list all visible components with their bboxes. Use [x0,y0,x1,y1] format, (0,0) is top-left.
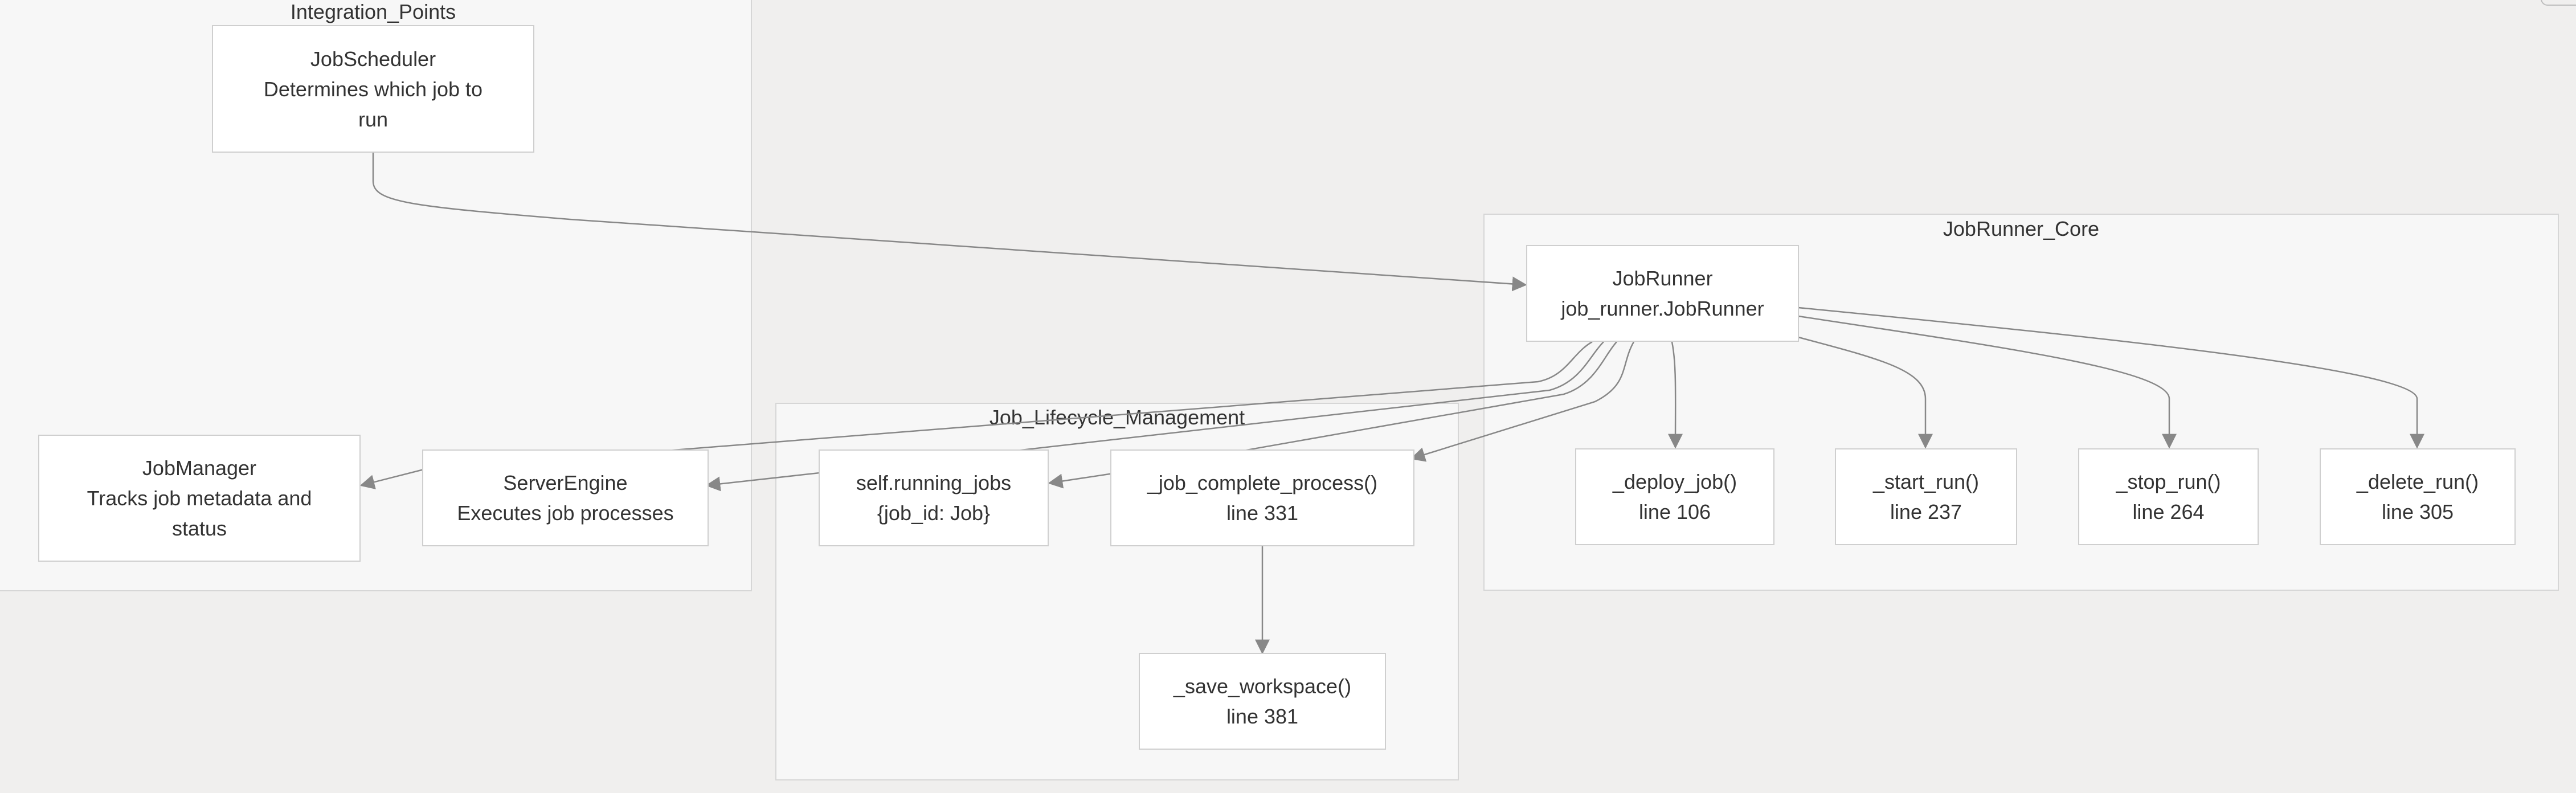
node-description: Tracks job metadata and [87,487,312,510]
node-title: JobManager [142,456,257,480]
node-description: line 331 [1226,501,1299,525]
node-description: line 381 [1226,705,1299,728]
node-title: ServerEngine [503,471,628,494]
edge-jobrunner-to-delete-run [1798,306,2424,449]
corner-shape [2541,0,2576,6]
node-jobscheduler[interactable]: JobScheduler Determines which job to run [212,25,534,153]
cluster-title: Integration_Points [290,0,456,23]
node-description: line 106 [1638,500,1711,524]
edge-jobrunner-to-job-complete [1410,341,1635,462]
node-description-cont: run [358,107,389,131]
node-delete-run[interactable]: _delete_run() line 305 [2320,448,2516,545]
node-title: _stop_run() [2116,470,2221,493]
node-jobmanager[interactable]: JobManager Tracks job metadata and statu… [38,435,361,562]
node-description: {job_id: Job} [877,501,991,525]
node-title: self.running_jobs [856,471,1012,494]
node-description: line 237 [1890,500,1962,524]
node-title: _delete_run() [2356,470,2479,493]
edge-jobrunner-to-deploy-job [1668,341,1683,449]
node-serverengine[interactable]: ServerEngine Executes job processes [422,449,709,546]
node-description: job_runner.JobRunner [1561,297,1764,320]
node-save-workspace[interactable]: _save_workspace() line 381 [1139,653,1386,750]
node-running-jobs[interactable]: self.running_jobs {job_id: Job} [819,449,1049,546]
node-title: _job_complete_process() [1147,471,1378,494]
edge-jobrunner-to-serverengine [705,341,1604,492]
node-description: line 264 [2132,500,2205,524]
node-jobrunner[interactable]: JobRunner job_runner.JobRunner [1526,245,1799,342]
edge-jobrunner-to-running-jobs [1048,341,1617,489]
node-description: Determines which job to [263,77,483,101]
node-title: _deploy_job() [1612,470,1737,493]
node-title: JobScheduler [310,47,436,71]
node-start-run[interactable]: _start_run() line 237 [1835,448,2017,545]
edge-jobrunner-to-jobmanager [359,341,1593,489]
node-description: line 305 [2381,500,2454,524]
node-job-complete-process[interactable]: _job_complete_process() line 331 [1110,449,1414,546]
cluster-title: JobRunner_Core [1943,217,2100,240]
node-title: _start_run() [1872,470,1980,493]
node-stop-run[interactable]: _stop_run() line 264 [2078,448,2259,545]
node-description: Executes job processes [457,501,674,525]
node-title: _save_workspace() [1173,675,1352,698]
node-deploy-job[interactable]: _deploy_job() line 106 [1575,448,1774,545]
node-description-cont: status [171,517,227,540]
cluster-title: Job_Lifecycle_Management [989,406,1245,429]
edge-jobrunner-to-start-run [1798,336,1933,449]
node-title: JobRunner [1612,267,1713,290]
edge-scheduler-to-jobrunner [372,153,1527,292]
edge-jobrunner-to-stop-run [1798,315,2177,449]
